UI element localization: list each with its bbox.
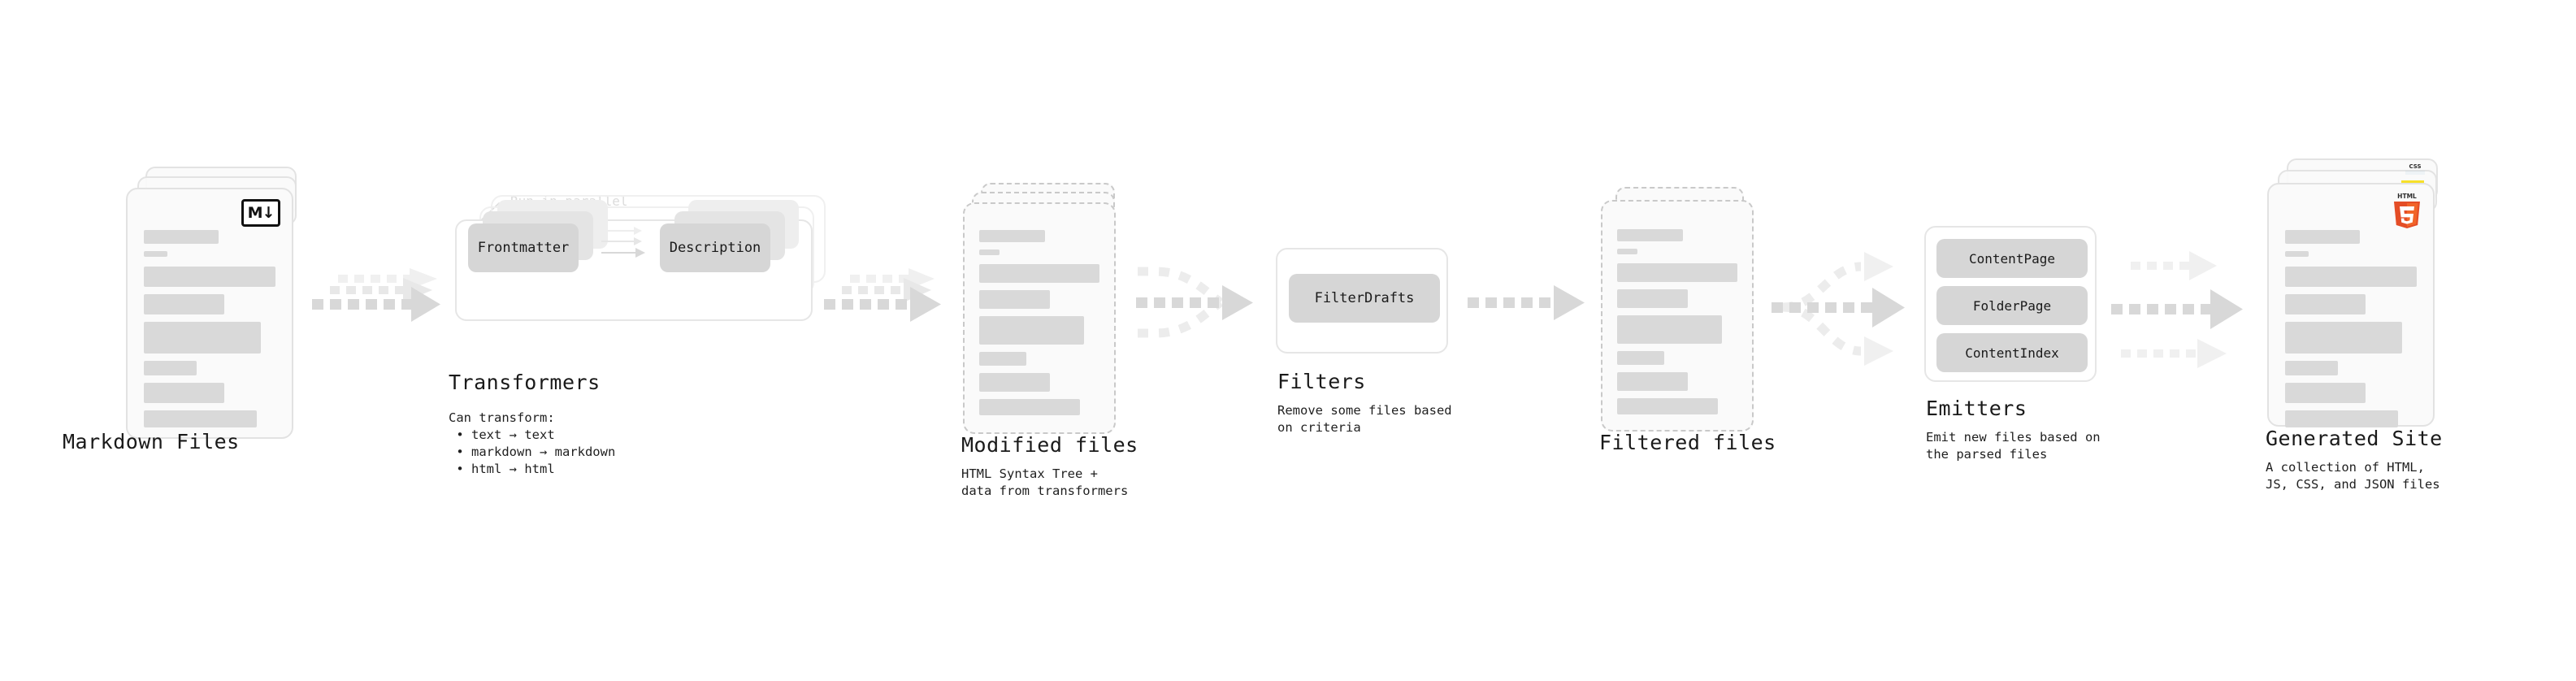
stage-sub-emitters: Emit new files based on the parsed files [1926, 430, 2101, 462]
stage-emitters: ContentPage FolderPage ContentIndex Emit… [1924, 226, 2101, 462]
frontmatter-to-description-arrows [601, 227, 645, 258]
markdown-badge-icon: M↓ [241, 199, 280, 227]
stage-transformers: Run in parallel x x x x [449, 193, 837, 476]
filtered-file-stack [1601, 187, 1776, 439]
chip-contentpage[interactable]: ContentPage [1936, 239, 2088, 278]
svg-text:HTML: HTML [2397, 193, 2417, 200]
stage-title-transformers: Transformers [449, 371, 601, 394]
chip-contentindex[interactable]: ContentIndex [1936, 333, 2088, 372]
site-card-content [2285, 230, 2417, 435]
chip-contentpage-label: ContentPage [1969, 250, 2055, 267]
stage-title-modified-files: Modified files [961, 433, 1138, 457]
stage-title-emitters: Emitters [1926, 397, 2027, 420]
site-file-stack: CSS HTML [2267, 158, 2454, 439]
modified-file-stack [963, 183, 1138, 443]
html5-badge-icon: HTML [2394, 193, 2420, 228]
site-card-front: HTML [2267, 183, 2435, 427]
connector-filtered-to-emitters [1772, 252, 1905, 366]
stage-filters: FilterDrafts Filters Remove some files b… [1276, 248, 1452, 435]
chip-description-label: Description [669, 240, 761, 256]
stage-title-markdown-files: Markdown Files [63, 430, 240, 453]
connector-filters-to-filtered [1468, 285, 1585, 320]
chip-folderpage-label: FolderPage [1972, 297, 2052, 314]
chip-frontmatter[interactable]: Frontmatter [468, 223, 579, 272]
filtered-card-front [1601, 200, 1754, 432]
modified-card-content [979, 230, 1099, 423]
modified-card-front [963, 202, 1116, 434]
css-badge-label: CSS [2409, 163, 2422, 170]
emitters-group: ContentPage FolderPage ContentIndex [1924, 226, 2097, 382]
markdown-card-front: M↓ [126, 188, 293, 439]
chip-folderpage[interactable]: FolderPage [1936, 286, 2088, 325]
stage-generated-site: CSS HTML [2266, 158, 2454, 492]
transformers-group-stack: x x x x Frontmatter [455, 195, 837, 325]
stage-modified-files: Modified files HTML Syntax Tree + data f… [961, 183, 1138, 498]
connector-emitters-to-site [2111, 251, 2243, 368]
stage-title-filters: Filters [1277, 370, 1366, 393]
stage-title-generated-site: Generated Site [2266, 427, 2443, 450]
chip-description[interactable]: Description [660, 223, 770, 272]
stage-sub-transformers: Can transform: • text → text • markdown … [449, 410, 616, 476]
connector-transformers-to-modified [824, 268, 941, 322]
markdown-card-content [144, 230, 275, 435]
markdown-file-stack: M↓ [126, 167, 313, 439]
chip-frontmatter-label: Frontmatter [477, 240, 570, 256]
chip-contentindex-label: ContentIndex [1965, 345, 2059, 361]
stage-sub-filters: Remove some files based on criteria [1277, 403, 1452, 435]
connector-markdown-to-transformers [312, 268, 440, 322]
filtered-card-content [1617, 229, 1737, 422]
stage-sub-modified-files: HTML Syntax Tree + data from transformer… [961, 466, 1129, 498]
stage-sub-generated-site: A collection of HTML, JS, CSS, and JSON … [2266, 460, 2440, 492]
stage-markdown-files: M↓ Markdown Files [63, 167, 313, 453]
chip-filterdrafts-label: FilterDrafts [1314, 290, 1415, 306]
markdown-badge-label: M↓ [247, 204, 275, 222]
chip-filterdrafts[interactable]: FilterDrafts [1289, 274, 1440, 323]
filters-group: FilterDrafts [1276, 248, 1448, 354]
transformers-group-front: x x x x Frontmatter [455, 200, 813, 321]
stage-filtered-files: Filtered files [1599, 187, 1776, 454]
stage-title-filtered-files: Filtered files [1599, 431, 1776, 454]
connector-modified-to-filters [1136, 267, 1253, 338]
